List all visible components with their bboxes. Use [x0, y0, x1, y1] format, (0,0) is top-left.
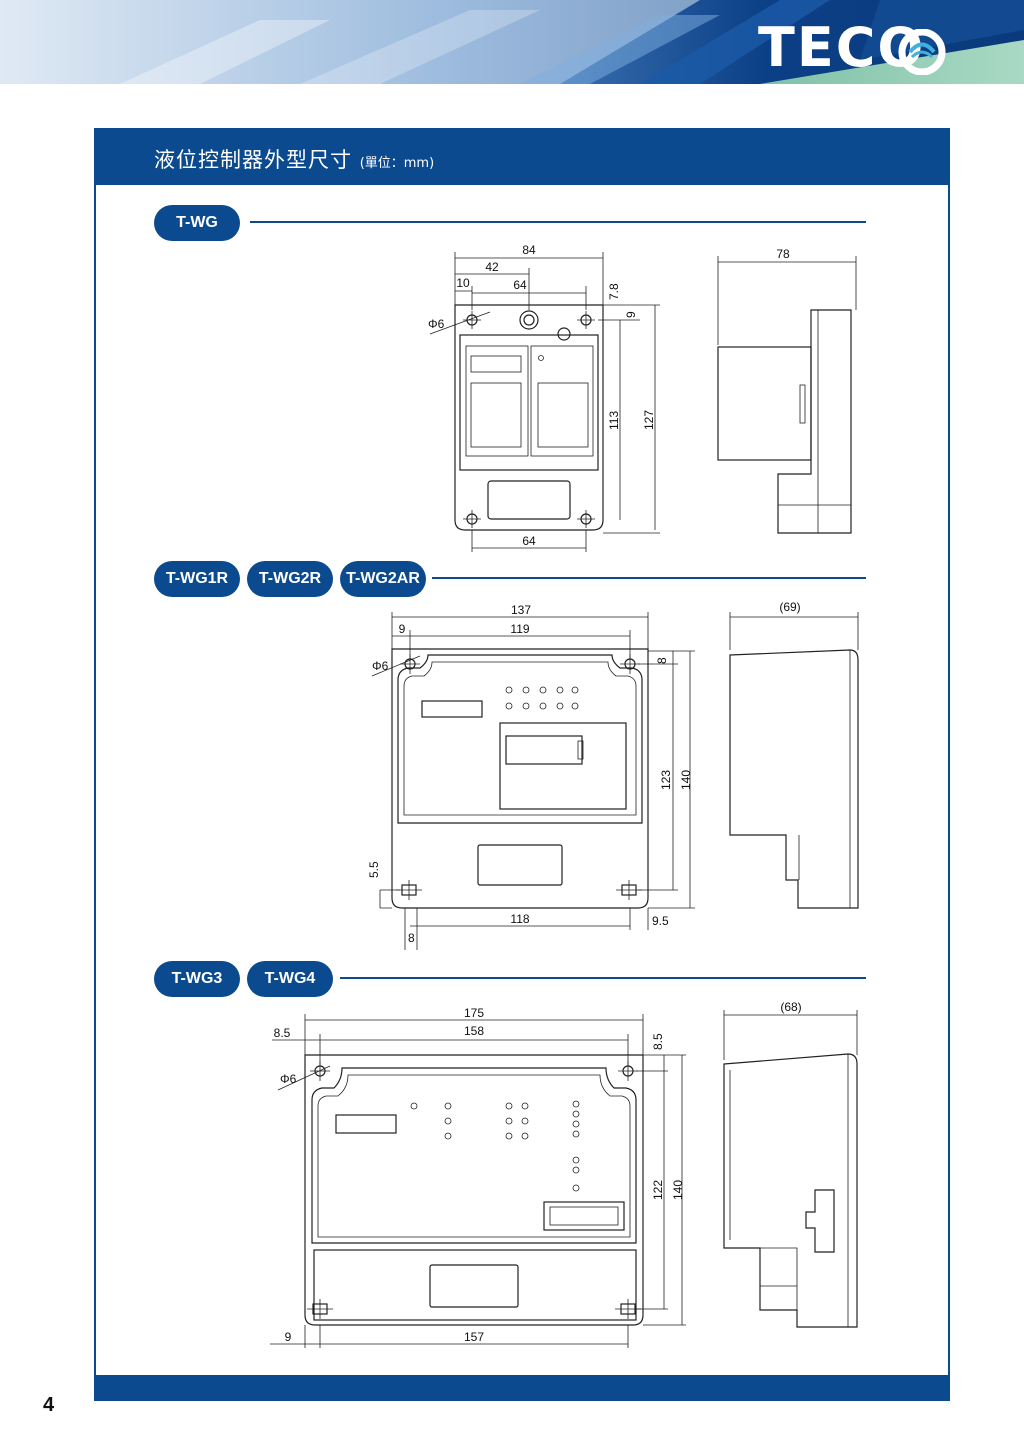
- dim-height-inner: 123: [659, 770, 673, 790]
- dim-phi: Φ6: [280, 1072, 297, 1086]
- section-unit: (單位：mm): [359, 156, 435, 171]
- dim-phi: Φ6: [428, 317, 445, 331]
- section-divider: [340, 977, 866, 979]
- dim-hole-span: 158: [464, 1024, 484, 1038]
- panel-footer-bar: [96, 1375, 948, 1399]
- dim-bottom-offset: 5.5: [367, 861, 381, 878]
- dim-phi: Φ6: [372, 659, 389, 673]
- dim-height-inner: 113: [607, 411, 621, 430]
- section-divider: [432, 577, 866, 579]
- dim-top-offset: 8.5: [651, 1033, 665, 1050]
- t-wg3-front-view: [270, 1014, 686, 1348]
- dim-bottom-right: 9.5: [652, 914, 669, 928]
- panel-header: 液位控制器外型尺寸 (單位：mm): [96, 130, 948, 185]
- t-wg1r-front-view: [371, 612, 695, 950]
- dim-depth: (69): [779, 600, 800, 614]
- dim-height-total: 127: [642, 410, 656, 430]
- dim-depth: 78: [776, 247, 790, 261]
- model-pill-t-wg4: T-WG4: [247, 961, 333, 997]
- model-pill-t-wg3: T-WG3: [154, 961, 240, 997]
- model-pill-t-wg1r: T-WG1R: [154, 561, 240, 597]
- dim-bottom-edge: 9: [285, 1330, 292, 1344]
- dim-hole-span: 119: [510, 622, 529, 636]
- section-divider: [250, 221, 866, 223]
- dim-depth: (68): [780, 1000, 801, 1014]
- dim-height-total: 140: [679, 770, 693, 790]
- model-pill-t-wg2r: T-WG2R: [247, 561, 333, 597]
- teco-logo-mark-icon: [898, 29, 946, 75]
- dim-half: 42: [485, 260, 499, 274]
- model-pill-t-wg2ar: T-WG2AR: [340, 561, 426, 597]
- dim-bottom-edge: 8: [408, 931, 415, 945]
- dim-hole-span: 64: [513, 278, 527, 292]
- dim-height-total: 140: [671, 1180, 685, 1200]
- model-pill-t-wg: T-WG: [154, 205, 240, 241]
- dim-edge: 9: [399, 622, 406, 636]
- dim-top-offset: 7.8: [607, 283, 621, 300]
- dim-width-total: 175: [464, 1006, 484, 1020]
- dim-edge: 8.5: [274, 1026, 291, 1040]
- dim-bottom-span: 157: [464, 1330, 484, 1344]
- dim-bottom-span: 118: [510, 912, 529, 926]
- teco-logo: TECO: [758, 16, 926, 79]
- t-wg-side-view: [717, 256, 857, 534]
- section-title: 液位控制器外型尺寸 (單位：mm): [154, 144, 434, 174]
- dim-hole-offset: 9: [624, 311, 638, 318]
- dim-bottom-span: 64: [522, 534, 536, 548]
- page-number: 4: [43, 1394, 55, 1416]
- t-wg1r-side-view: [729, 612, 859, 909]
- dim-width-total: 84: [522, 243, 536, 257]
- dim-top-offset: 8: [655, 657, 669, 664]
- dimension-panel: 液位控制器外型尺寸 (單位：mm): [94, 128, 950, 1401]
- dim-width-total: 137: [511, 603, 531, 617]
- section-title-text: 液位控制器外型尺寸: [154, 148, 352, 172]
- dim-edge: 10: [456, 276, 470, 290]
- dim-height-inner: 122: [651, 1180, 665, 1200]
- t-wg3-side-view: [723, 1010, 858, 1328]
- t-wg-front-view: [429, 252, 660, 552]
